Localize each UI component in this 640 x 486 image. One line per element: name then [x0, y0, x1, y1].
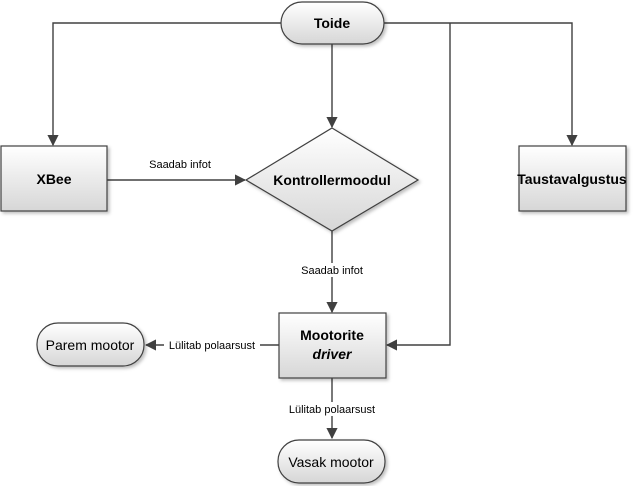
label-driver-parem: Lülitab polaarsust [169, 340, 255, 352]
label-driver-vasak: Lülitab polaarsust [289, 404, 375, 416]
node-vasak-mootor-label: Vasak mootor [288, 454, 374, 470]
label-controller-driver: Saadab infot [301, 265, 363, 277]
node-xbee: XBee [0, 145, 108, 212]
node-mootorite-label: Mootorite [300, 327, 364, 343]
node-driver-label: driver [313, 346, 353, 362]
edge-toide-driver [385, 23, 451, 351]
edge-toide-taustavalgustus [384, 22, 578, 147]
edge-toide-xbee [47, 22, 281, 147]
node-parem-mootor: Parem mootor [36, 322, 145, 367]
node-parem-mootor-label: Parem mootor [46, 337, 135, 353]
node-xbee-label: XBee [36, 171, 71, 187]
node-vasak-mootor: Vasak mootor [277, 439, 386, 484]
node-toide: Toide [280, 1, 385, 45]
node-taustavalgustus: Taustavalgustus [517, 145, 627, 212]
edge-labels: Saadab infot Saadab infot Lülitab polaar… [144, 157, 382, 416]
node-mootorite-driver: Mootorite driver [278, 312, 387, 379]
node-toide-label: Toide [314, 15, 351, 31]
label-xbee-controller: Saadab infot [149, 159, 211, 171]
node-kontrollermoodul-label: Kontrollermoodul [273, 172, 390, 188]
node-kontrollermoodul: Kontrollermoodul [244, 127, 420, 232]
node-taustavalgustus-label: Taustavalgustus [517, 171, 627, 187]
